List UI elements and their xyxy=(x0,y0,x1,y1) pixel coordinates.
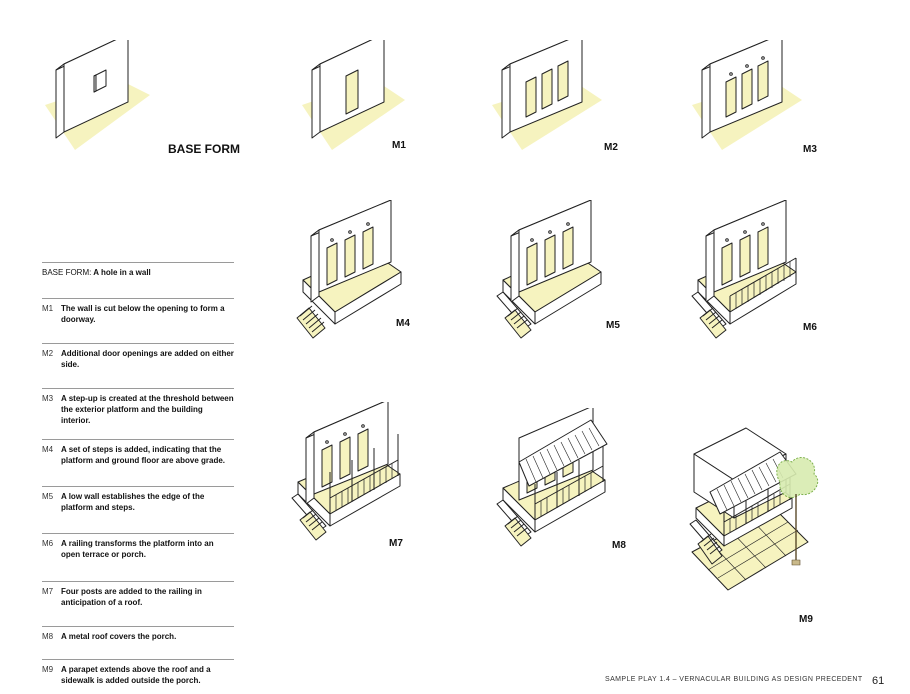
figure-m6 xyxy=(690,200,810,340)
figure-m9 xyxy=(688,412,828,602)
legend-row-m4: M4 A set of steps is added, indicating t… xyxy=(42,439,234,486)
legend: BASE FORM: A hole in a wall M1 The wall … xyxy=(42,262,234,692)
legend-base-code: BASE FORM: xyxy=(42,268,92,277)
label-m2: M2 xyxy=(604,142,618,153)
legend-row-m2: M2 Additional door openings are added on… xyxy=(42,343,234,388)
legend-code-m6: M6 xyxy=(42,539,54,548)
figure-m3 xyxy=(690,40,810,150)
label-m5: M5 xyxy=(606,320,620,331)
page-number: 61 xyxy=(872,675,885,687)
label-m7: M7 xyxy=(389,538,403,549)
legend-text-m2: Additional door openings are added on ei… xyxy=(61,349,234,369)
figure-m4 xyxy=(295,200,415,340)
legend-row-m3: M3 A step-up is created at the threshold… xyxy=(42,388,234,439)
label-m6: M6 xyxy=(803,322,817,333)
legend-code-m2: M2 xyxy=(42,349,54,358)
legend-text-m6: A railing transforms the platform into a… xyxy=(61,539,214,559)
legend-text-m3: A step-up is created at the threshold be… xyxy=(61,394,234,425)
legend-code-m1: M1 xyxy=(42,304,54,313)
legend-text-m8: A metal roof covers the porch. xyxy=(61,632,177,641)
legend-code-m4: M4 xyxy=(42,445,54,454)
figure-base-form xyxy=(40,40,170,150)
figure-m2 xyxy=(490,40,610,150)
label-m9: M9 xyxy=(799,614,813,625)
legend-row-m9: M9 A parapet extends above the roof and … xyxy=(42,659,234,692)
footer-caption: SAMPLE PLAY 1.4 – VERNACULAR BUILDING AS… xyxy=(605,676,863,683)
legend-text-m9: A parapet extends above the roof and a s… xyxy=(61,665,211,685)
label-m8: M8 xyxy=(612,540,626,551)
legend-text-m5: A low wall establishes the edge of the p… xyxy=(61,492,205,512)
legend-text-m1: The wall is cut below the opening to for… xyxy=(61,304,225,324)
figure-m5 xyxy=(495,200,615,340)
label-m3: M3 xyxy=(803,144,817,155)
legend-row-base: BASE FORM: A hole in a wall xyxy=(42,262,234,298)
legend-row-m6: M6 A railing transforms the platform int… xyxy=(42,533,234,581)
legend-base-desc: A hole in a wall xyxy=(93,268,151,277)
legend-text-m4: A set of steps is added, indicating that… xyxy=(61,445,226,465)
legend-code-m8: M8 xyxy=(42,632,54,641)
label-m4: M4 xyxy=(396,318,410,329)
figure-m1 xyxy=(300,40,410,150)
figure-m7 xyxy=(290,402,415,542)
legend-row-m5: M5 A low wall establishes the edge of th… xyxy=(42,486,234,533)
legend-code-m3: M3 xyxy=(42,394,54,403)
legend-code-m7: M7 xyxy=(42,587,54,596)
legend-code-m5: M5 xyxy=(42,492,54,501)
legend-row-m1: M1 The wall is cut below the opening to … xyxy=(42,298,234,343)
legend-row-m7: M7 Four posts are added to the railing i… xyxy=(42,581,234,626)
legend-text-m7: Four posts are added to the railing in a… xyxy=(61,587,202,607)
legend-row-m8: M8 A metal roof covers the porch. xyxy=(42,626,234,659)
label-m1: M1 xyxy=(392,140,406,151)
figure-m8 xyxy=(495,408,620,548)
legend-code-m9: M9 xyxy=(42,665,54,674)
label-base-form: BASE FORM xyxy=(168,142,240,156)
legend-base-text: BASE FORM: A hole in a wall xyxy=(42,267,234,278)
